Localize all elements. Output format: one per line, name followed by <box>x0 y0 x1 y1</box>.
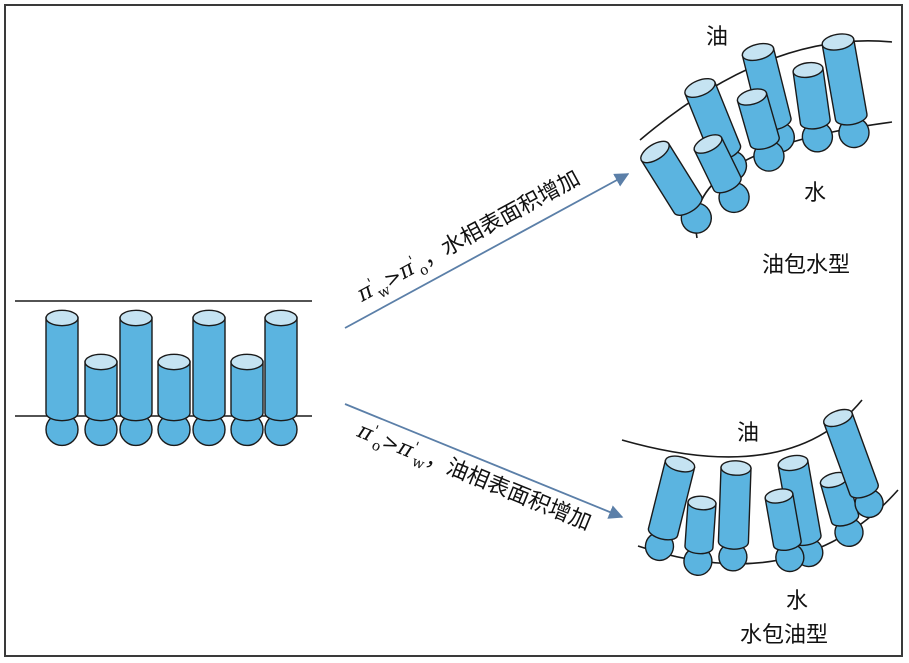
lower-arrow: π'o>π'w，油相表面积增加 <box>344 403 624 540</box>
hydrophobic-tail <box>764 492 802 552</box>
tail-top-cap <box>192 309 226 327</box>
upper-prime-2: ' <box>407 253 418 269</box>
surfactant-molecule <box>717 460 752 572</box>
tail-top-cap <box>640 140 670 164</box>
wio-type-label: 油包水型 <box>762 253 850 278</box>
upper-arrow-line <box>344 173 630 329</box>
hydrophobic-tail <box>119 317 153 422</box>
oiw-type-label: 水包油型 <box>740 623 828 648</box>
surfactant-molecule <box>644 455 696 562</box>
hydrophobic-tail <box>230 361 264 422</box>
surfactant-molecule <box>640 140 712 234</box>
upper-arrow: π'w>π'o，水相表面积增加 <box>344 165 630 329</box>
hydrophobic-tail <box>823 411 879 499</box>
hydrophobic-tail <box>640 142 703 216</box>
lower-prime-1: ' <box>371 423 381 439</box>
oiw-oil-label: 油 <box>737 421 759 446</box>
tail-top-cap <box>741 42 775 62</box>
hydrophobic-tail <box>45 317 79 422</box>
surfactant-molecule <box>792 61 834 153</box>
tail-top-cap <box>736 88 768 106</box>
flat-molecules <box>45 309 298 447</box>
tail-top-cap <box>693 134 723 154</box>
surfactant-molecule <box>157 353 191 447</box>
tail-top-cap <box>777 454 809 472</box>
tail-top-cap <box>792 61 824 79</box>
hydrophobic-tail <box>264 317 298 422</box>
upper-arrow-text: ，水相表面积增加 <box>418 166 585 272</box>
hydrophobic-tail <box>647 459 696 541</box>
tail-top-cap <box>119 309 153 327</box>
tail-top-cap <box>45 309 79 327</box>
surfactant-molecule <box>192 309 226 447</box>
lower-sub-w: w <box>409 454 426 473</box>
oiw-molecules <box>644 408 884 576</box>
water-in-oil-droplet: 油 水 油包水型 <box>639 25 893 278</box>
surfactant-molecule <box>84 353 118 447</box>
surfactant-molecule <box>764 488 805 573</box>
surfactant-molecule <box>821 33 870 149</box>
tail-top-cap <box>822 408 854 428</box>
surfactant-molecule <box>45 309 79 447</box>
hydrophobic-tail <box>821 38 868 126</box>
surfactant-molecule <box>683 495 717 576</box>
lower-prime-2: ' <box>411 439 421 455</box>
oiw-water-label: 水 <box>786 589 808 614</box>
surfactant-molecule <box>264 309 298 447</box>
lower-arrow-text: ，油相表面积增加 <box>422 446 594 536</box>
tail-top-cap <box>664 455 696 473</box>
hydrophobic-tail <box>192 317 226 422</box>
hydrophobic-tail <box>717 466 752 550</box>
surfactant-molecule <box>736 88 785 172</box>
surfactant-molecule <box>822 408 884 519</box>
surfactant-molecule <box>119 309 153 447</box>
tail-top-cap <box>264 309 298 327</box>
tail-top-cap <box>720 460 752 476</box>
surfactant-molecule <box>693 134 750 214</box>
hydrophobic-tail <box>84 361 118 422</box>
tail-top-cap <box>230 353 264 371</box>
surfactant-molecule <box>819 471 864 548</box>
tail-top-cap <box>687 495 717 511</box>
hydrophobic-tail <box>736 91 780 150</box>
hydrophobic-tail <box>684 501 717 555</box>
wio-oil-label: 油 <box>706 25 728 50</box>
upper-arrow-label: π'w>π'o，水相表面积增加 <box>352 165 587 311</box>
oil-in-water-droplet: 油 水 水包油型 <box>621 399 899 648</box>
tail-top-cap <box>684 77 716 99</box>
upper-pi: π <box>352 278 378 308</box>
surfactant-molecule <box>230 353 264 447</box>
tail-top-cap <box>764 488 794 504</box>
lower-arrow-label: π'o>π'w，油相表面积增加 <box>351 417 595 540</box>
tail-top-cap <box>821 33 855 51</box>
hydrophobic-tail <box>792 67 831 130</box>
tail-top-cap <box>157 353 191 371</box>
upper-prime-1: ' <box>365 276 376 292</box>
wio-water-label: 水 <box>804 181 826 206</box>
wio-molecules <box>640 33 870 234</box>
tail-top-cap <box>84 353 118 371</box>
hydrophobic-tail <box>157 361 191 422</box>
lower-arrow-line <box>344 403 624 519</box>
flat-monolayer <box>15 300 312 447</box>
